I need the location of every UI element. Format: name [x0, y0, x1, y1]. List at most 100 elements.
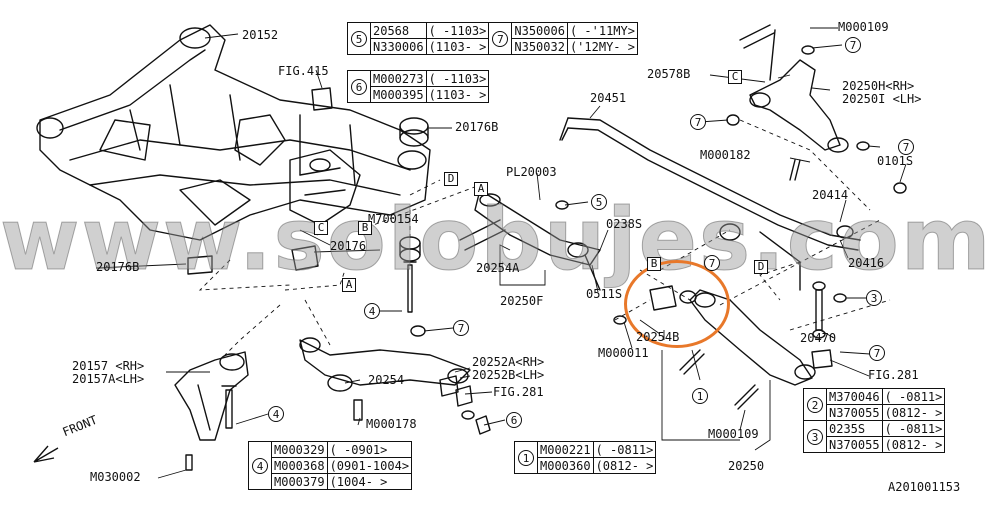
table-cell: N370055 — [826, 436, 883, 453]
upper-arm-drawing — [749, 59, 849, 153]
label-20250: 20250 — [728, 459, 765, 473]
table-cell: (1103- > — [425, 38, 490, 55]
table-cell: ( -0811> — [881, 420, 946, 437]
table-cell: (1004- > — [326, 473, 413, 490]
table-cell: ( -1103> — [425, 70, 490, 87]
label-m030002: M030002 — [90, 470, 141, 484]
table-cell: (1103- > — [425, 86, 490, 103]
callout-number: 6 — [506, 412, 522, 428]
label-20176b-top: 20176B — [455, 120, 499, 134]
callout-number: 5 — [591, 194, 607, 210]
label-fig281-right: FIG.281 — [868, 368, 919, 382]
table-cell: ( -0811> — [592, 441, 657, 458]
label-20254a: 20254A — [476, 261, 520, 275]
area-marker: A — [342, 278, 356, 292]
label-20157a: 20157A<LH> — [72, 372, 145, 386]
label-20176: 20176 — [330, 239, 367, 253]
callout-number: 7 — [869, 345, 885, 361]
parts-table-6: 6 M000273 ( -1103> M000395 (1103- > — [347, 70, 490, 103]
label-20252b: 20252B<LH> — [472, 368, 545, 382]
area-marker: C — [314, 221, 328, 235]
leader-lines — [95, 27, 907, 479]
parts-table-4: 4 M000329 ( -0901> M000368 (0901-1004> M… — [248, 441, 413, 490]
table-cell: M000395 — [370, 86, 427, 103]
label-20254b: 20254B — [636, 330, 680, 344]
table-cell: N350032 — [511, 38, 568, 55]
table-cell: M000368 — [271, 457, 328, 474]
table-cell: ( -0811> — [881, 388, 946, 405]
callout-number: 1 — [692, 388, 708, 404]
area-marker: D — [754, 260, 768, 274]
parts-table-1: 1 M000221 ( -0811> M000360 (0812- > — [514, 441, 657, 474]
area-marker: B — [358, 221, 372, 235]
label-0238s: 0238S — [606, 217, 643, 231]
label-20250f: 20250F — [500, 294, 544, 308]
upper-link-drawing — [474, 189, 601, 291]
table-cell: ( -1103> — [425, 22, 490, 39]
label-fig415: FIG.415 — [278, 64, 329, 78]
label-20250i: 20250I <LH> — [842, 92, 922, 106]
label-20470: 20470 — [800, 331, 837, 345]
label-20578b: 20578B — [647, 67, 691, 81]
table-cell: (0901-1004> — [326, 457, 413, 474]
table-cell: 20568 — [370, 22, 427, 39]
label-0511s: 0511S — [586, 287, 623, 301]
label-m700154: M700154 — [368, 212, 419, 226]
table-cell: ('12MY- > — [566, 38, 638, 55]
callout-number: 7 — [898, 139, 914, 155]
callout-number: 6 — [351, 78, 367, 95]
table-cell: M000360 — [537, 457, 594, 474]
table-cell: (0812- > — [592, 457, 657, 474]
diagram-id: A201001153 — [888, 480, 961, 494]
callout-number: 7 — [704, 255, 720, 271]
bolt-drawings — [185, 24, 801, 471]
nut-drawings — [410, 45, 907, 420]
stabilizer-link-drawing — [811, 281, 833, 369]
table-cell: (0812- > — [881, 404, 946, 421]
callout-number: 5 — [351, 30, 367, 47]
table-cell: M000273 — [370, 70, 427, 87]
table-cell: M000329 — [271, 441, 328, 458]
table-cell: M370046 — [826, 388, 883, 405]
label-0101s: 0101S — [877, 154, 914, 168]
parts-table-5-7: 5 20568 ( -1103> 7 N350006 ( -'11MY> N33… — [347, 22, 638, 55]
callout-number: 4 — [268, 406, 284, 422]
label-pl20003: PL20003 — [506, 165, 557, 179]
label-20252a: 20252A<RH> — [472, 355, 545, 369]
label-m000109-bottom: M000109 — [708, 427, 759, 441]
label-fig281-mid: FIG.281 — [493, 385, 544, 399]
callout-number: 2 — [807, 396, 823, 413]
label-20451: 20451 — [590, 91, 627, 105]
table-cell: M000221 — [537, 441, 594, 458]
area-marker: A — [474, 182, 488, 196]
trailing-link-drawing — [174, 351, 249, 441]
callout-number: 7 — [690, 114, 706, 130]
callout-number: 4 — [252, 457, 268, 474]
label-20157: 20157 <RH> — [72, 359, 145, 373]
label-20414: 20414 — [812, 188, 849, 202]
table-cell: N330006 — [370, 38, 427, 55]
callout-number: 7 — [492, 30, 509, 47]
area-marker: C — [728, 70, 742, 84]
highlight-circle — [624, 260, 730, 348]
table-cell: N350006 — [511, 22, 568, 39]
callout-number: 7 — [453, 320, 469, 336]
parts-table-2-3: 2 M370046 ( -0811> N370055 (0812- > 3 02… — [803, 388, 946, 453]
label-20152: 20152 — [242, 28, 279, 42]
table-cell: (0812- > — [881, 436, 946, 453]
label-m000011: M000011 — [598, 346, 649, 360]
callout-number: 1 — [518, 449, 534, 466]
label-20416: 20416 — [848, 256, 885, 270]
label-m000109-top: M000109 — [838, 20, 889, 34]
area-marker: D — [444, 172, 458, 186]
label-20176b-left: 20176B — [96, 260, 140, 274]
front-arrow-icon — [33, 445, 59, 463]
dashed-reference-lines — [198, 119, 891, 356]
label-20254-mid: 20254 — [368, 373, 405, 387]
label-20250h: 20250H<RH> — [842, 79, 915, 93]
table-cell: ( -0901> — [326, 441, 413, 458]
rear-subframe-drawing — [36, 24, 431, 241]
table-cell: M000379 — [271, 473, 328, 490]
label-m000182: M000182 — [700, 148, 751, 162]
area-marker: B — [647, 257, 661, 271]
